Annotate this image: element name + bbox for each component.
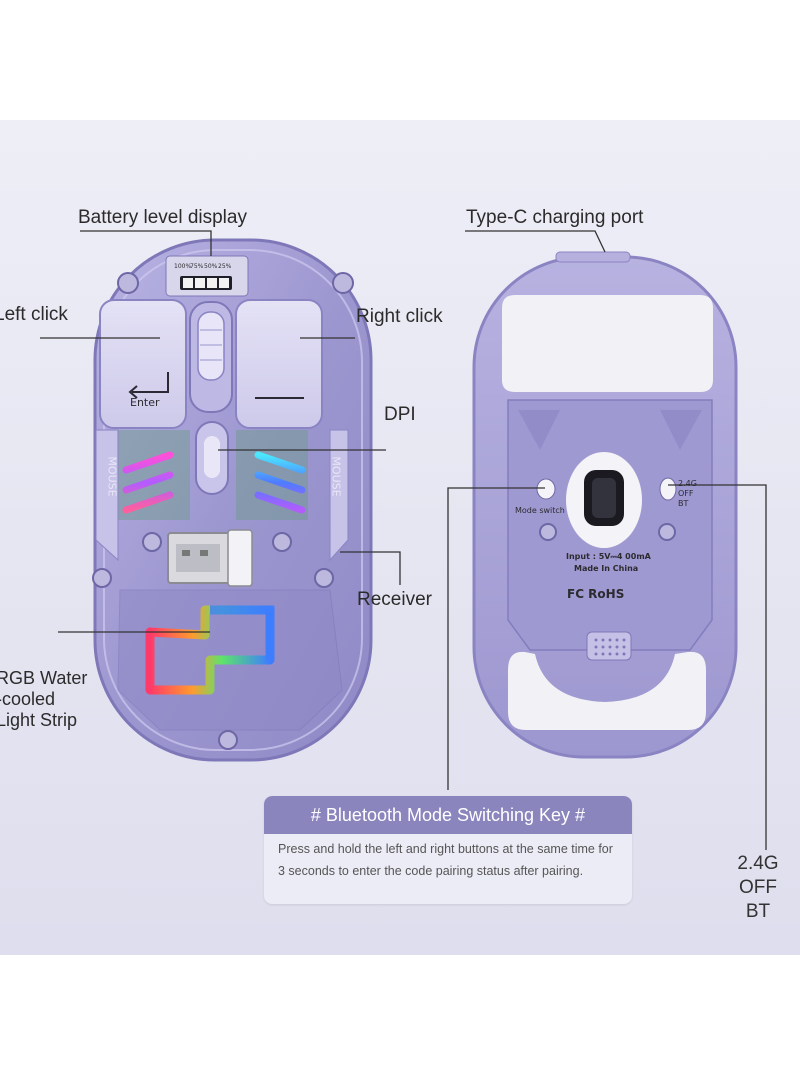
dpi-label: DPI: [384, 404, 416, 425]
battery-level-label: Battery level display: [78, 207, 247, 228]
info-box-title: # Bluetooth Mode Switching Key #: [264, 796, 632, 834]
mode-label-bt: BT: [745, 901, 771, 922]
battery-scale-75: 75%: [190, 263, 204, 270]
made-in-text: Made In China: [574, 564, 639, 573]
mode-label-24g: 2.4G: [737, 853, 779, 874]
enter-key-text: Enter: [130, 396, 160, 409]
cert-marks: FC RoHS: [567, 587, 625, 601]
mode-label-off: OFF: [739, 877, 777, 898]
toggle-text: 2.4G OFF BT: [678, 479, 697, 509]
bluetooth-info-box: # Bluetooth Mode Switching Key # Press a…: [264, 796, 632, 904]
rgb-strip-upper: [122, 451, 306, 514]
side-text-left: MOUSE: [105, 456, 119, 497]
input-rating-text: Input : 5V⎓4 00mA: [566, 552, 651, 561]
toggle-text-1: 2.4G: [678, 479, 697, 488]
toggle-text-2: OFF: [678, 489, 694, 498]
rgb-label-line-2: -cooled: [0, 689, 56, 709]
mode-switch-label: 2.4G OFF BT: [728, 852, 788, 924]
info-box-body: Press and hold the left and right button…: [278, 842, 613, 878]
receiver-label: Receiver: [357, 589, 432, 610]
leader-lines: [40, 230, 767, 850]
mode-switch-text: Mode switch: [515, 506, 565, 515]
type-c-port-label: Type-C charging port: [466, 207, 644, 228]
battery-scale-25: 25%: [218, 263, 232, 270]
toggle-text-3: BT: [678, 499, 689, 508]
right-click-label: Right click: [356, 306, 443, 327]
left-click-label: Left click: [0, 304, 68, 325]
rgb-strip-lower: [145, 605, 275, 695]
right-mouse: [472, 251, 738, 759]
rgb-label-line-3: Light Strip: [0, 710, 78, 730]
rgb-strip-label: RGB Water -cooled Light Strip: [0, 668, 87, 731]
left-mouse: [92, 238, 373, 762]
side-text-right: MOUSE: [329, 456, 343, 497]
battery-scale-50: 50%: [204, 263, 218, 270]
battery-scale-100: 100%: [174, 263, 192, 270]
rgb-label-line-1: RGB Water: [0, 668, 88, 688]
